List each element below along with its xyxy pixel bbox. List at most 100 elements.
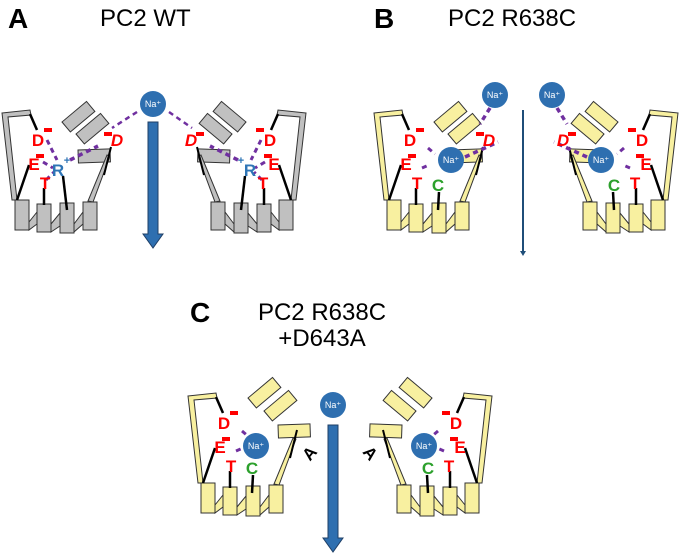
interaction-d-na [616, 146, 625, 156]
pore-helix-1 [61, 100, 96, 133]
tether-line [196, 146, 205, 176]
na-ion-circle [438, 147, 464, 173]
helix-linker [445, 210, 456, 234]
na-flux-arrow [142, 121, 164, 249]
salt-bridge-d-r [249, 139, 263, 161]
na-ion-circle [539, 82, 565, 108]
residue-c-label: C [608, 176, 620, 195]
negative-charge-icon [476, 132, 484, 136]
salt-bridge-e-r [42, 160, 54, 170]
salt-bridge-e-r [254, 160, 266, 170]
residue-d-outer-label: D [483, 131, 495, 150]
panel-title-c-line2: +D643A [278, 325, 365, 352]
residue-e-label: E [28, 155, 39, 174]
pore-helix-3 [197, 148, 231, 164]
salt-bridge-d-r [45, 139, 59, 161]
pore-helix-2 [382, 389, 417, 422]
na-ion-circle [588, 147, 614, 173]
flux-arrow-shape [142, 121, 164, 249]
na-ion-label: Na⁺ [487, 90, 504, 100]
na-ion-circle [482, 82, 508, 108]
tether-line [269, 113, 280, 131]
outer-loop-arm [1, 109, 32, 201]
pore-helix-1 [212, 100, 247, 133]
tether-line [277, 164, 293, 201]
na-flux-arrow [322, 424, 344, 553]
interaction-d-na [427, 146, 436, 156]
residue-d-label: D [218, 414, 230, 433]
pore-helix-body [570, 112, 605, 145]
permeating-na-ion: Na⁺ [320, 392, 346, 418]
interaction-e-na [235, 446, 244, 453]
transmembrane-helix-s4 [82, 201, 98, 231]
interaction-na-d-left [111, 110, 138, 130]
tether-line [611, 191, 616, 211]
transmembrane-helix-s2 [408, 203, 424, 233]
helix-linker [50, 211, 61, 233]
transmembrane-helix-s1 [14, 199, 30, 231]
residue-e-label: E [268, 155, 279, 174]
residue-a-label: A [299, 443, 321, 465]
permeating-na-ion: Na⁺ [140, 91, 166, 117]
helix-linker [259, 493, 270, 517]
positive-charge-icon: + [64, 155, 70, 167]
residue-c-label: C [246, 459, 258, 478]
tether-line [61, 175, 69, 211]
pore-helix-1 [433, 100, 468, 133]
negative-charge-icon [222, 437, 230, 441]
transmembrane-helix-s4 [210, 201, 226, 231]
helix-linker [456, 493, 466, 514]
residue-d-label: D [450, 414, 462, 433]
pore-helix-body [398, 376, 433, 409]
tether-line [15, 164, 31, 201]
flux-arrow-shape [322, 424, 344, 553]
tether-line [568, 146, 577, 176]
pore-helix-2 [75, 112, 110, 145]
pore-center-c: Na⁺ [320, 392, 346, 553]
negative-charge-icon [196, 132, 204, 136]
residue-d-outer-label: D [557, 131, 569, 150]
bound-na-ion: Na⁺ [588, 147, 614, 173]
na-ion-label: Na⁺ [416, 441, 433, 451]
negative-charge-icon [44, 128, 52, 132]
helix-linker [410, 493, 421, 517]
na-ion-circle [411, 433, 437, 459]
outer-loop-arm [648, 109, 679, 201]
tether-line [425, 474, 430, 494]
negative-charge-icon [568, 132, 576, 136]
na-ion-circle [140, 91, 166, 117]
transmembrane-helix-s1 [386, 199, 402, 231]
pore-helix-2 [198, 112, 233, 145]
tether-line [475, 146, 484, 176]
tether-line [436, 191, 441, 211]
pore-helix-2 [447, 112, 482, 145]
tether-line [463, 447, 479, 484]
interaction-d-na [241, 429, 250, 439]
interaction-e-na [421, 163, 430, 170]
tether-line [387, 164, 403, 201]
pore-helix-body [433, 100, 468, 133]
pore-helix-body [263, 389, 298, 422]
na-ion-label: Na⁺ [145, 99, 162, 109]
pore-helix-body [247, 376, 282, 409]
residue-t-label: T [412, 174, 423, 193]
interaction-e-na [436, 446, 445, 453]
pore-helix-2 [570, 112, 605, 145]
tether-line [289, 429, 298, 459]
na-ion-label: Na⁺ [248, 441, 265, 451]
residue-e-label: E [400, 155, 411, 174]
residue-t-label: T [630, 174, 641, 193]
interaction-na-d [464, 140, 499, 159]
pore-helix-body [77, 148, 111, 164]
negative-charge-icon [636, 154, 644, 158]
na-ion-circle [320, 392, 346, 418]
transmembrane-helix-s2 [442, 486, 458, 516]
bound-na-ion: Na⁺ [438, 147, 464, 173]
